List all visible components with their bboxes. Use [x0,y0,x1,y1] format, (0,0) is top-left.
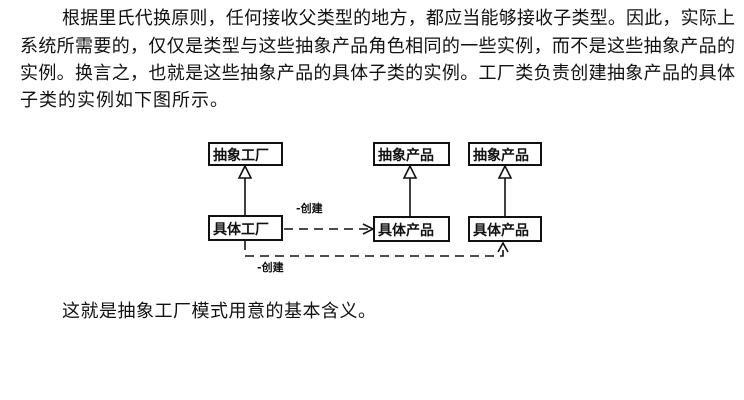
paragraph-line-2: 系统所需要的，仅仅是类型与这些抽象产品角色相同的一些实例，而不是这些抽象产品的 [20,36,735,57]
inheritance-arrow-icon [402,164,418,179]
abstract-factory-box [208,142,283,166]
concrete-product-2-label: 具体产品 [472,222,529,239]
concrete-factory-label: 具体工厂 [212,221,269,238]
abstract-factory-label: 抽象工厂 [213,147,269,164]
create-label-2: -创建 [257,260,285,274]
concrete-product-1-label: 具体产品 [377,222,434,239]
paragraph-line-3: 实例。换言之，也就是这些抽象产品的具体子类的实例。工厂类负责创建抽象产品的具体 [20,63,735,84]
abstract-product-1-box [373,142,450,166]
create-label-1: -创建 [296,201,324,215]
abstract-product-1-label: 抽象产品 [378,147,434,164]
dependency-arrow-icon [497,241,509,253]
create-dependency-2 [244,241,504,257]
inheritance-arrow-icon [497,164,513,179]
conclusion-text: 这就是抽象工厂模式用意的基本含义。 [62,301,377,322]
paragraph-line-4: 子类的实例如下图所示。 [20,90,229,111]
abstract-product-2-label: 抽象产品 [473,147,529,164]
dependency-arrow-icon [362,223,375,235]
inheritance-arrow-icon [237,164,253,179]
paragraph-line-1: 根据里氏代换原则，任何接收父类型的地方，都应当能够接收子类型。因此，实际上 [62,8,735,29]
concrete-product-2-box [468,216,542,242]
concrete-factory-box [208,215,283,241]
